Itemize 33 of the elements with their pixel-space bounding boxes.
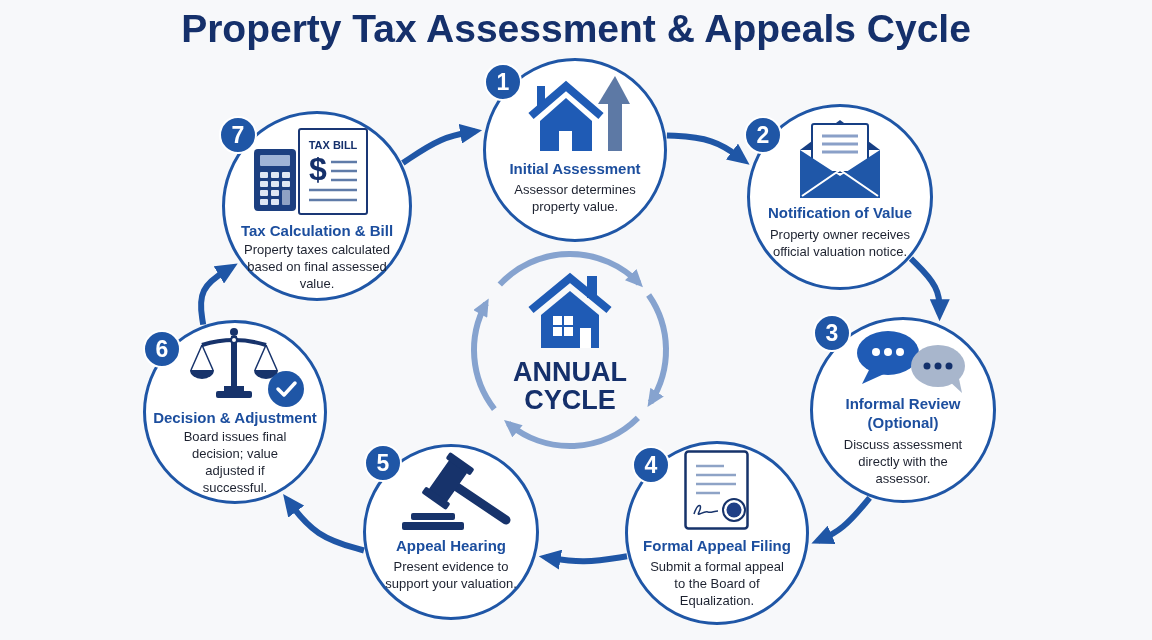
cycle-label: ANNUAL CYCLE	[512, 358, 628, 414]
curved-arrow	[908, 256, 950, 322]
page-title: Property Tax Assessment & Appeals Cycle	[181, 7, 971, 51]
step-number-badge: 4	[632, 446, 670, 484]
step-title: Initial Assessment	[509, 158, 641, 178]
tax-bill-document	[298, 128, 368, 215]
step-title: Notification of Value	[767, 202, 913, 222]
step-number-badge: 5	[364, 444, 402, 482]
curved-arrow	[538, 549, 628, 570]
step-description: Discuss assessment directly with the assessor.	[842, 436, 964, 487]
step-description: Board issues final decision; value adjusted if successful.	[182, 428, 288, 496]
curved-arrow	[401, 123, 483, 166]
step-number-badge: 1	[484, 63, 522, 101]
step-title: Decision & Adjustment	[153, 407, 317, 427]
curved-arrow	[198, 263, 238, 326]
step-description: Present evidence to support your valuation.	[385, 558, 517, 592]
step-title: Formal Appeal Filing	[643, 535, 791, 555]
step-title: Tax Calculation & Bill	[240, 220, 394, 240]
curved-arrow	[666, 132, 750, 165]
curved-arrow	[283, 493, 365, 554]
dollar-sign: $	[309, 152, 327, 186]
step-title: Appeal Hearing	[396, 535, 506, 555]
step-description: Submit a formal appeal to the Board of Equalization.	[649, 558, 785, 609]
step-number-badge: 6	[143, 330, 181, 368]
step-number-badge: 3	[813, 314, 851, 352]
step-description: Assessor determines property value.	[513, 181, 637, 215]
step-description: Property taxes calculated based on final assessed value.	[243, 241, 391, 292]
step-number-badge: 7	[219, 116, 257, 154]
step-number-badge: 2	[744, 116, 782, 154]
step-title: Informal Review (Optional)	[844, 393, 962, 432]
document-heading: TAX BILL	[308, 138, 358, 152]
curved-arrow	[811, 495, 872, 545]
step-description: Property owner receives official valuation notice.	[768, 226, 912, 260]
